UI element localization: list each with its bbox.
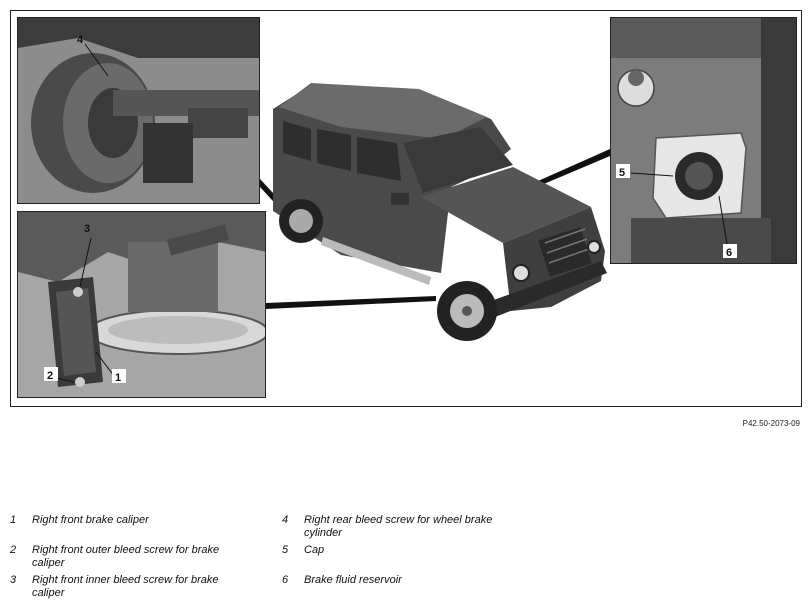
legend-item: 6 Brake fluid reservoir — [282, 574, 532, 602]
vehicle-illustration — [273, 83, 607, 341]
callout-1: 1 — [115, 372, 121, 384]
rear-brake-inset: 4 — [17, 17, 260, 204]
engine-bay-inset: 5 6 — [610, 17, 797, 264]
legend-text: Right front brake caliper — [32, 514, 149, 526]
legend-text: Right front outer bleed screw for brake … — [32, 544, 220, 569]
legend-text: Brake fluid reservoir — [304, 574, 402, 586]
front-brake-inset: 3 2 1 — [17, 211, 266, 398]
legend-item: 1 Right front brake caliper — [10, 514, 260, 542]
legend-number: 2 — [10, 544, 17, 556]
legend-number: 3 — [10, 574, 17, 586]
legend-number: 5 — [282, 544, 289, 556]
grille — [538, 227, 592, 277]
legend-item: 4 Right rear bleed screw for wheel brake… — [282, 514, 532, 542]
legend-item: 3 Right front inner bleed screw for brak… — [10, 574, 260, 604]
legend-item: 5 Cap — [282, 544, 532, 572]
callout-3: 3 — [84, 223, 90, 235]
legend-item: 2 Right front outer bleed screw for brak… — [10, 544, 260, 572]
illustration-frame: 4 3 2 1 — [10, 10, 802, 407]
callout-4: 4 — [77, 34, 84, 46]
callout-2: 2 — [47, 370, 53, 382]
callout-5: 5 — [619, 167, 625, 179]
legend-number: 4 — [282, 514, 289, 526]
legend-text: Cap — [304, 544, 325, 556]
legend-text: Right front inner bleed screw for brake … — [32, 574, 219, 599]
legend-number: 6 — [282, 574, 289, 586]
reference-code: P42.50-2073-09 — [742, 419, 800, 428]
callout-6: 6 — [726, 247, 732, 259]
legend-number: 1 — [10, 514, 17, 526]
legend-text: Right rear bleed screw for wheel brake c… — [304, 514, 493, 539]
